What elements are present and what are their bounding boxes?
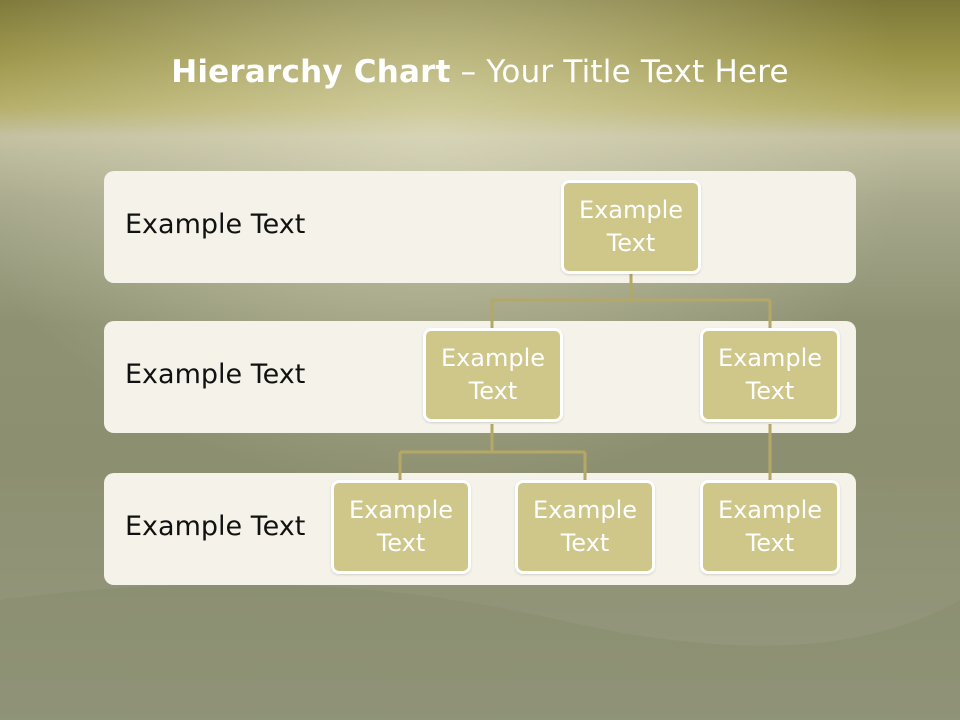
node-leaf-1-line2: Text — [376, 529, 426, 557]
node-leaf-1-line1: Example — [348, 496, 454, 524]
node-root-line2: Text — [606, 229, 656, 257]
level-band-1 — [104, 171, 856, 283]
slide-title-rest: – Your Title Text Here — [450, 54, 789, 90]
node-mid-right-line1: Example — [717, 344, 823, 372]
slide-title-bold: Hierarchy Chart — [171, 54, 451, 90]
node-root-line1: Example — [578, 196, 684, 224]
node-leaf-2-line1: Example — [532, 496, 638, 524]
level-label-2: Example Text — [125, 359, 306, 390]
node-mid-left-line1: Example — [440, 344, 546, 372]
level-label-1: Example Text — [125, 209, 306, 240]
node-leaf-3-line2: Text — [745, 529, 795, 557]
node-mid-right-line2: Text — [745, 377, 795, 405]
node-leaf-2-line2: Text — [560, 529, 610, 557]
node-mid-left-line2: Text — [468, 377, 518, 405]
node-leaf-3-line1: Example — [717, 496, 823, 524]
slide-title: Hierarchy Chart – Your Title Text Here — [0, 54, 960, 90]
level-label-3: Example Text — [125, 511, 306, 542]
